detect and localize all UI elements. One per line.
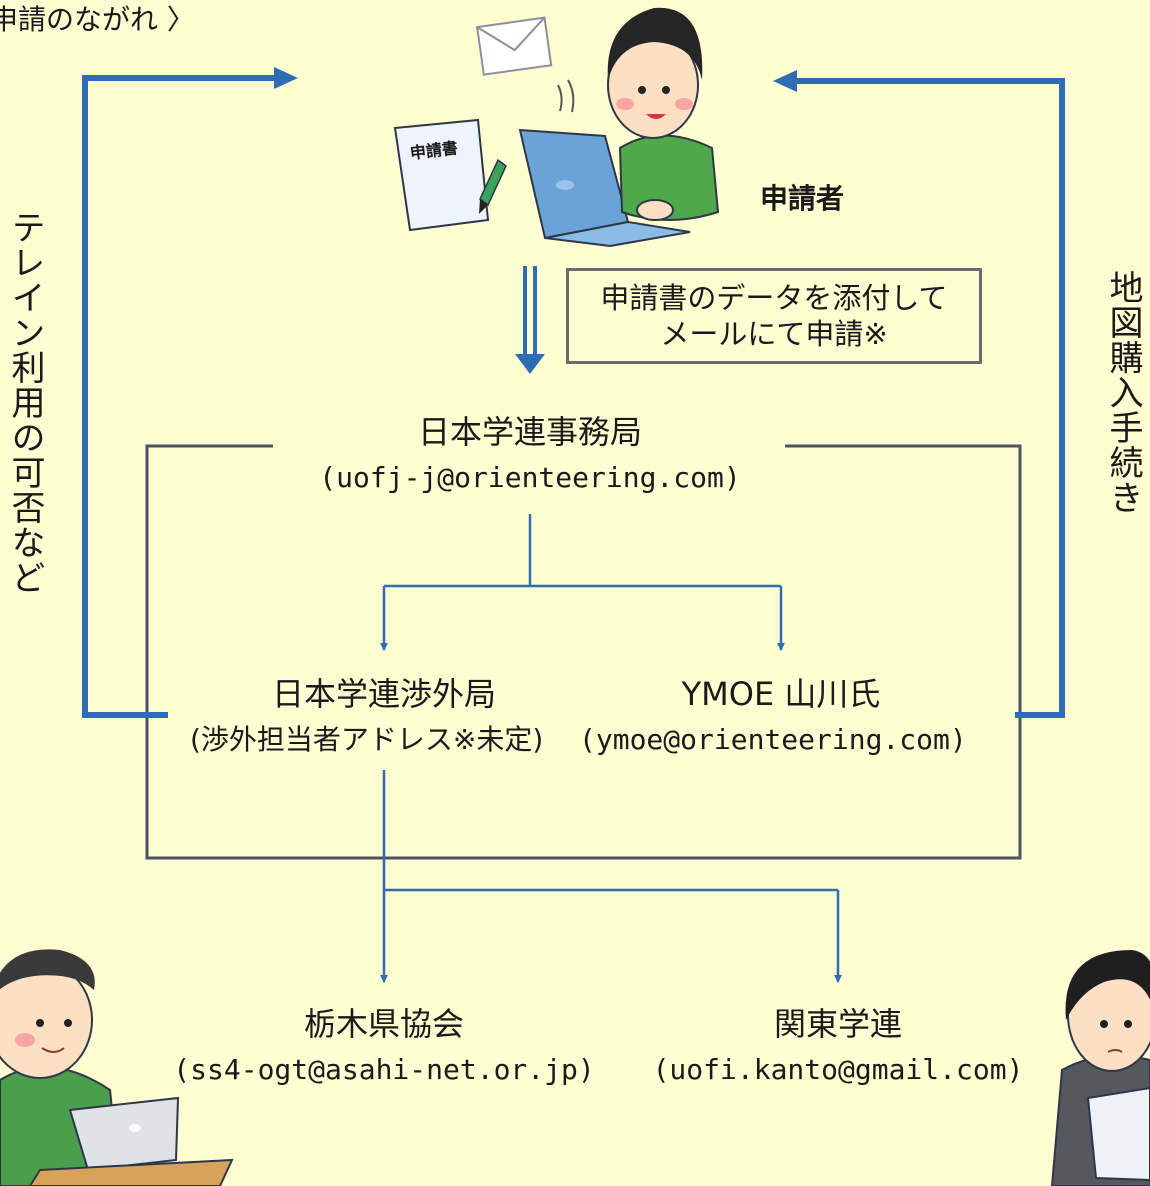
left-side-label: テレイン利用の可否など [5, 210, 45, 595]
right-return-arrow [795, 78, 1065, 718]
secretariat-name: 日本学連事務局 [417, 413, 643, 451]
right-return-arrowhead [773, 70, 797, 92]
note-box: 申請書のデータを添付して メールにて申請※ [566, 268, 982, 364]
kanto-name: 関東学連 [773, 1005, 903, 1043]
tochigi-name: 栃木県協会 [303, 1005, 465, 1043]
application-form-icon [393, 118, 507, 232]
organization-box [145, 444, 1022, 860]
secretariat-email: (uofj-j@orienteering.com) [319, 461, 741, 494]
ymoe-name: YMOE 山川氏 [681, 675, 881, 713]
external-email: (渉外担当者アドレス※未定) [190, 723, 544, 756]
staff-woman-icon [1050, 950, 1150, 1186]
applicant-label: 申請者 [760, 182, 845, 215]
external-branch [380, 770, 842, 983]
note-line-1: 申請書のデータを添付して [600, 280, 948, 315]
elder-person-icon [0, 949, 234, 1186]
page-title: 申請のながれ 〉 [0, 3, 195, 36]
motion-lines-icon [557, 79, 575, 113]
external-name: 日本学連渉外局 [271, 675, 497, 713]
laptop-icon [518, 128, 691, 248]
left-return-arrow [82, 75, 278, 718]
submit-arrow [515, 266, 545, 374]
left-return-arrowhead [274, 67, 298, 89]
secretariat-branch [380, 514, 785, 651]
right-side-label: 地図購入手続き [1103, 270, 1143, 515]
applicant-person-icon [607, 7, 720, 221]
envelope-icon [476, 16, 553, 76]
ymoe-email: (ymoe@orienteering.com) [579, 723, 967, 756]
tochigi-email: (ss4-ogt@asahi-net.or.jp) [173, 1053, 595, 1086]
kanto-email: (uofi.kanto@gmail.com) [652, 1053, 1024, 1086]
note-line-2: メールにて申請※ [660, 317, 888, 351]
